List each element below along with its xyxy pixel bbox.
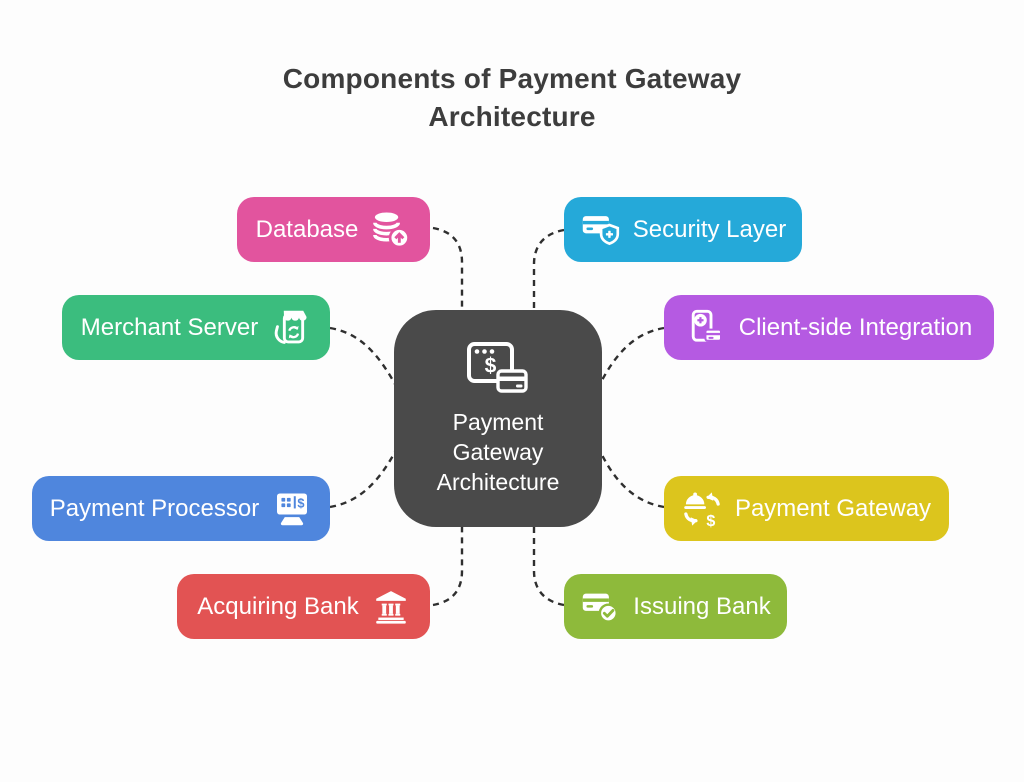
node-security-layer: Security Layer [564,197,802,262]
connector-acquiring [432,527,464,607]
node-database-label: Database [255,215,359,243]
node-merchant-server: Merchant Server [62,295,330,360]
storefront-phone-icon [274,310,307,344]
connector-client [599,326,665,383]
node-acquiring-bank: Acquiring Bank [177,574,430,639]
node-issuing-bank-label: Issuing Bank [633,592,771,620]
svg-text:$: $ [485,354,497,377]
central-node-payment-gateway-architecture: $ Payment Gateway Architecture [394,310,602,527]
connector-processor [329,451,397,509]
connector-issuing [532,527,565,607]
node-database: Database [237,197,430,262]
node-payment-gateway: $ Payment Gateway [664,476,949,541]
diagram-title: Components of Payment Gateway Architectu… [282,63,742,132]
browser-payment-card-icon: $ [467,341,528,393]
svg-text:$: $ [298,495,305,510]
central-node-label: Payment Gateway Architecture [436,408,560,495]
node-client-side-integration-label: Client-side Integration [738,313,973,341]
card-shield-plus-icon [582,215,619,245]
phone-card-plus-icon [691,309,722,342]
svg-text:$: $ [706,512,715,529]
node-client-side-integration: Client-side Integration [664,295,994,360]
connector-gateway [599,452,665,509]
node-security-layer-label: Security Layer [632,215,787,243]
node-payment-processor-label: Payment Processor [49,494,260,522]
bank-columns-icon [375,590,406,624]
node-payment-gateway-label: Payment Gateway [734,494,932,522]
node-issuing-bank: Issuing Bank [564,574,787,639]
connector-security [532,228,565,310]
connector-database [432,226,464,310]
node-payment-processor: Payment Processor $ [32,476,330,541]
database-upload-icon [373,211,411,248]
exchange-dollar-icon: $ [684,491,720,529]
connector-merchant [329,326,397,385]
pos-terminal-icon: $ [277,492,308,525]
node-merchant-server-label: Merchant Server [80,313,259,341]
card-check-icon [583,593,619,623]
node-acquiring-bank-label: Acquiring Bank [197,592,359,620]
